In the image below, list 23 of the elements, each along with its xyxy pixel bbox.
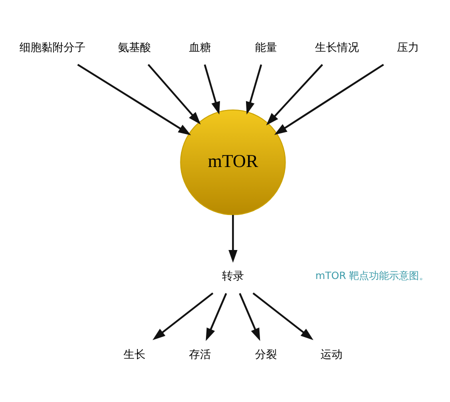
- label: mTOR 靶点功能示意图。: [315, 270, 430, 282]
- arrow: [77, 63, 192, 135]
- arrow: [266, 63, 324, 125]
- node-text: 生长: [124, 347, 146, 360]
- node-text: 生长情况: [314, 40, 359, 54]
- arrow: [246, 64, 262, 114]
- node-text: 能量: [254, 40, 277, 54]
- arrow: [252, 292, 314, 340]
- arrow: [274, 63, 384, 134]
- node-text: 转录: [222, 268, 244, 282]
- arrow: [228, 214, 238, 262]
- arrow: [204, 64, 220, 114]
- arrow: [148, 63, 201, 124]
- node-text: 血糖: [189, 40, 212, 54]
- arrow: [206, 292, 228, 341]
- node-text: 细胞黏附分子: [20, 40, 86, 54]
- arrow: [152, 292, 214, 340]
- node-text: 运动: [320, 347, 342, 360]
- node-text: 压力: [396, 40, 419, 54]
- arrow: [238, 292, 260, 341]
- node-text: 氨基酸: [118, 40, 152, 54]
- node-text: 存活: [189, 347, 212, 360]
- node-text: 分裂: [254, 347, 277, 360]
